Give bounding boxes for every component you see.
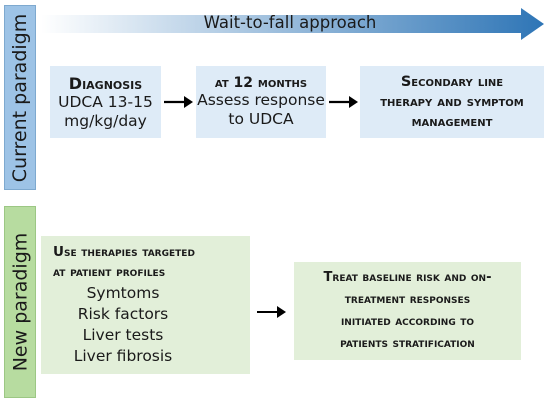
treat-baseline-risk-box: Treat baseline risk and on- treatment re… — [294, 262, 521, 360]
secondary-line-2: therapy and symptom — [380, 94, 524, 110]
diagnosis-box: Diagnosis UDCA 13-15 mg/kg/day — [50, 66, 161, 138]
secondary-line-1: Secondary line — [400, 74, 504, 90]
treat-line-2: treatment responses — [344, 292, 471, 307]
profile-item: Symtoms — [86, 284, 160, 302]
twelve-month-title: at 12 months — [214, 75, 308, 91]
profile-item: Liver tests — [82, 326, 164, 344]
profile-item: Risk factors — [77, 305, 169, 323]
targeted-title-line-2: at patient profiles — [53, 264, 166, 280]
treat-line-3: initiated according to — [340, 314, 475, 329]
new-paradigm-label: New paradigm — [4, 206, 36, 398]
wait-to-fall-banner-arrow — [41, 8, 544, 40]
profile-item: Liver fibrosis — [73, 347, 173, 365]
new-paradigm-text: New paradigm — [9, 232, 31, 372]
banner-label: Wait-to-fall approach — [203, 13, 377, 32]
secondary-line-box: Secondary line therapy and symptom manag… — [360, 66, 544, 138]
secondary-line-3: management — [411, 114, 493, 130]
diagnosis-line-2: mg/kg/day — [64, 111, 147, 130]
twelve-month-line-1: Assess response — [197, 91, 325, 109]
arrow-diagnosis-to-12m — [164, 96, 193, 108]
patient-profile-list: Symtoms Risk factors Liver tests Liver f… — [53, 283, 193, 367]
twelve-month-line-2: to UDCA — [228, 110, 294, 128]
treat-line-1: Treat baseline risk and on- — [323, 270, 492, 285]
targeted-title-line-1: Use therapies targeted — [53, 244, 195, 260]
current-paradigm-label: Current paradigm — [4, 5, 36, 190]
arrow-12m-to-secondary — [329, 96, 358, 108]
diagnosis-title: Diagnosis — [68, 73, 143, 93]
arrow-targeted-to-treat — [257, 306, 286, 318]
current-paradigm-text: Current paradigm — [9, 13, 31, 182]
targeted-therapies-box: Use therapies targeted at patient profil… — [41, 236, 250, 374]
diagnosis-line-1: UDCA 13-15 — [58, 92, 153, 111]
twelve-month-box: at 12 months Assess response to UDCA — [196, 66, 326, 138]
treat-line-4: patients stratification — [340, 336, 475, 351]
